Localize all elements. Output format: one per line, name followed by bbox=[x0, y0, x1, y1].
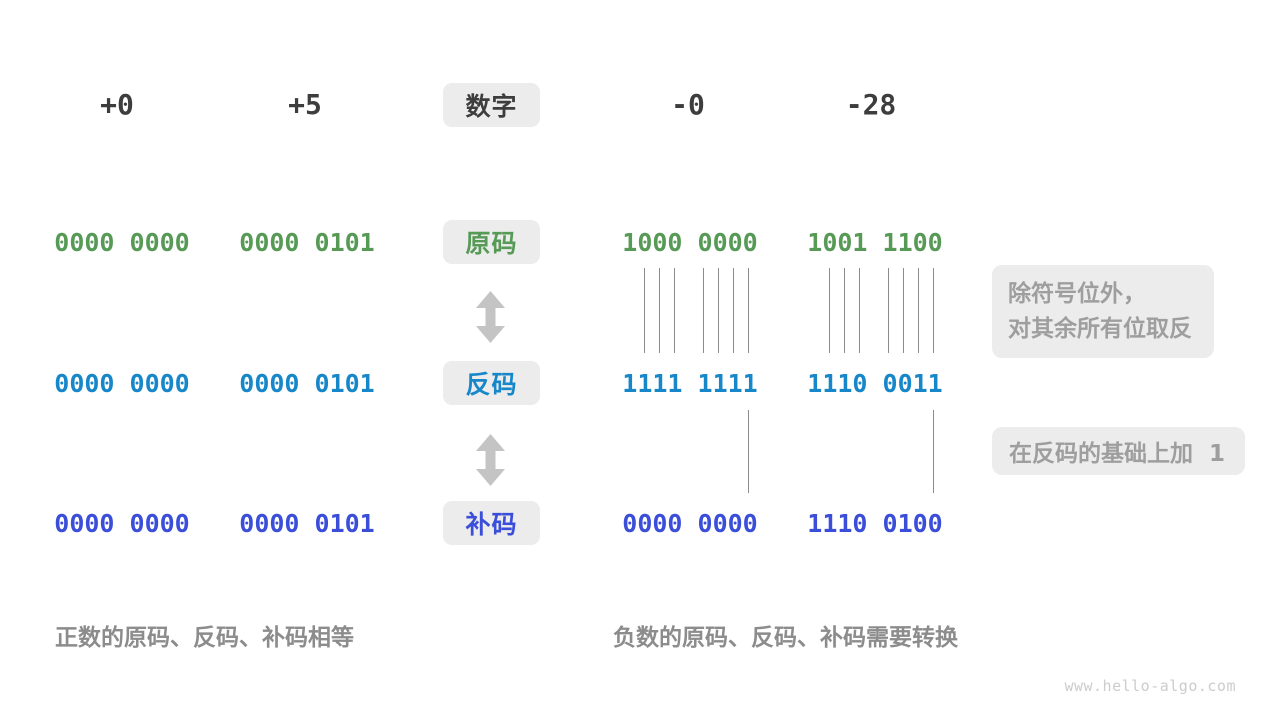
up-down-arrow-icon bbox=[476, 291, 505, 347]
header-number-minus-twenty-eight: -28 bbox=[845, 88, 897, 121]
sign-magnitude-value-minus-twenty-eight: 1001 1100 bbox=[807, 228, 943, 257]
invert-bit-line bbox=[644, 268, 645, 353]
positive-numbers-caption: 正数的原码、反码、补码相等 bbox=[55, 625, 354, 651]
add-one-annotation: 在反码的基础上加 1 bbox=[992, 427, 1245, 475]
invert-bit-line bbox=[933, 268, 934, 353]
twos-complement-value-minus-zero: 0000 0000 bbox=[622, 509, 758, 538]
twos-complement-value-plus-zero: 0000 0000 bbox=[54, 509, 190, 538]
header-number-plus-zero: +0 bbox=[100, 88, 134, 121]
invert-bit-line bbox=[829, 268, 830, 353]
invert-bit-line bbox=[859, 268, 860, 353]
invert-bits-annotation-line2: 对其余所有位取反 bbox=[1008, 315, 1192, 342]
sign-magnitude-value-plus-five: 0000 0101 bbox=[239, 228, 375, 257]
invert-bit-line bbox=[918, 268, 919, 353]
sign-magnitude-label-badge: 原码 bbox=[443, 220, 540, 264]
invert-bit-line bbox=[718, 268, 719, 353]
ones-complement-value-minus-zero: 1111 1111 bbox=[622, 369, 758, 398]
up-down-arrow-icon bbox=[476, 434, 505, 490]
ones-complement-label-badge: 反码 bbox=[443, 361, 540, 405]
twos-complement-value-plus-five: 0000 0101 bbox=[239, 509, 375, 538]
invert-bit-line bbox=[659, 268, 660, 353]
invert-bit-line bbox=[703, 268, 704, 353]
sign-magnitude-value-plus-zero: 0000 0000 bbox=[54, 228, 190, 257]
ones-complement-value-plus-zero: 0000 0000 bbox=[54, 369, 190, 398]
invert-bit-line bbox=[733, 268, 734, 353]
header-label-badge: 数字 bbox=[443, 83, 540, 127]
add-one-bit-line bbox=[748, 410, 749, 493]
header-number-plus-five: +5 bbox=[288, 88, 322, 121]
invert-bit-line bbox=[748, 268, 749, 353]
twos-complement-value-minus-twenty-eight: 1110 0100 bbox=[807, 509, 943, 538]
ones-complement-value-plus-five: 0000 0101 bbox=[239, 369, 375, 398]
ones-complement-value-minus-twenty-eight: 1110 0011 bbox=[807, 369, 943, 398]
watermark-url: www.hello-algo.com bbox=[1064, 677, 1236, 695]
twos-complement-label-badge: 补码 bbox=[443, 501, 540, 545]
negative-numbers-caption: 负数的原码、反码、补码需要转换 bbox=[613, 625, 958, 651]
invert-bit-line bbox=[844, 268, 845, 353]
header-number-minus-zero: -0 bbox=[671, 88, 705, 121]
sign-magnitude-value-minus-zero: 1000 0000 bbox=[622, 228, 758, 257]
invert-bits-annotation-line1: 除符号位外， bbox=[1008, 281, 1146, 307]
add-one-bit-line bbox=[933, 410, 934, 493]
invert-bit-line bbox=[674, 268, 675, 353]
invert-bit-line bbox=[903, 268, 904, 353]
invert-bit-line bbox=[888, 268, 889, 353]
invert-bits-annotation: 除符号位外， 对其余所有位取反 bbox=[992, 265, 1214, 358]
